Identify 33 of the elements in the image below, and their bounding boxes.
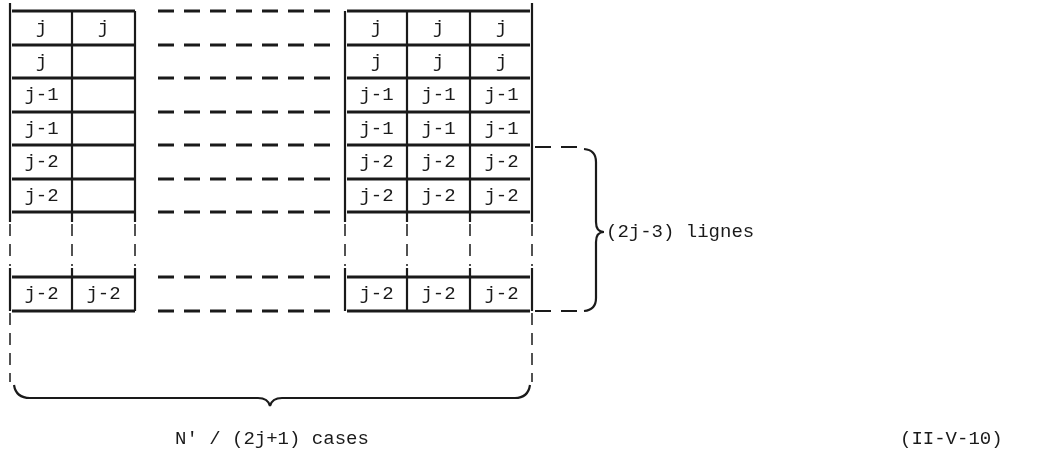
table-cell-text: j-2 [23,282,60,307]
equation-number: (II-V-10) [900,427,1003,451]
table-cell-text: j [431,50,446,75]
table-cell-text: j-1 [358,83,395,108]
table-cell-text: j-2 [483,150,520,175]
table-cell-text: j [494,50,509,75]
table-cell-text: j-1 [358,117,395,142]
table-cell-text: j-2 [483,282,520,307]
table-cell-text: j [34,50,49,75]
table-cell-text: j-1 [420,117,457,142]
table-cell-text: j [96,16,111,41]
table-cell-text: j-2 [420,150,457,175]
table-cell-text: j-2 [23,184,60,209]
table-cell-text: j-1 [23,117,60,142]
table-cell-text: j [431,16,446,41]
table-cell-text: j-2 [358,282,395,307]
table-cell-text: j-2 [23,150,60,175]
table-cell-text: j-2 [358,150,395,175]
table-cell-text: j [369,16,384,41]
table-cell-text: j-1 [420,83,457,108]
table-cell-text: j [34,16,49,41]
table-cell-text: j-2 [358,184,395,209]
table-cell-text: j-2 [420,282,457,307]
brace-label: N' / (2j+1) cases [175,427,369,451]
table-cell-text: j-1 [483,117,520,142]
table-cell-text: j-2 [483,184,520,209]
table-cell-text: j-1 [23,83,60,108]
table-cell-text: j-1 [483,83,520,108]
table-cell-text: j [494,16,509,41]
table-cell-text: j [369,50,384,75]
brace-label: (2j-3) lignes [606,220,755,244]
table-cell-text: j-2 [420,184,457,209]
table-cell-text: j-2 [85,282,122,307]
